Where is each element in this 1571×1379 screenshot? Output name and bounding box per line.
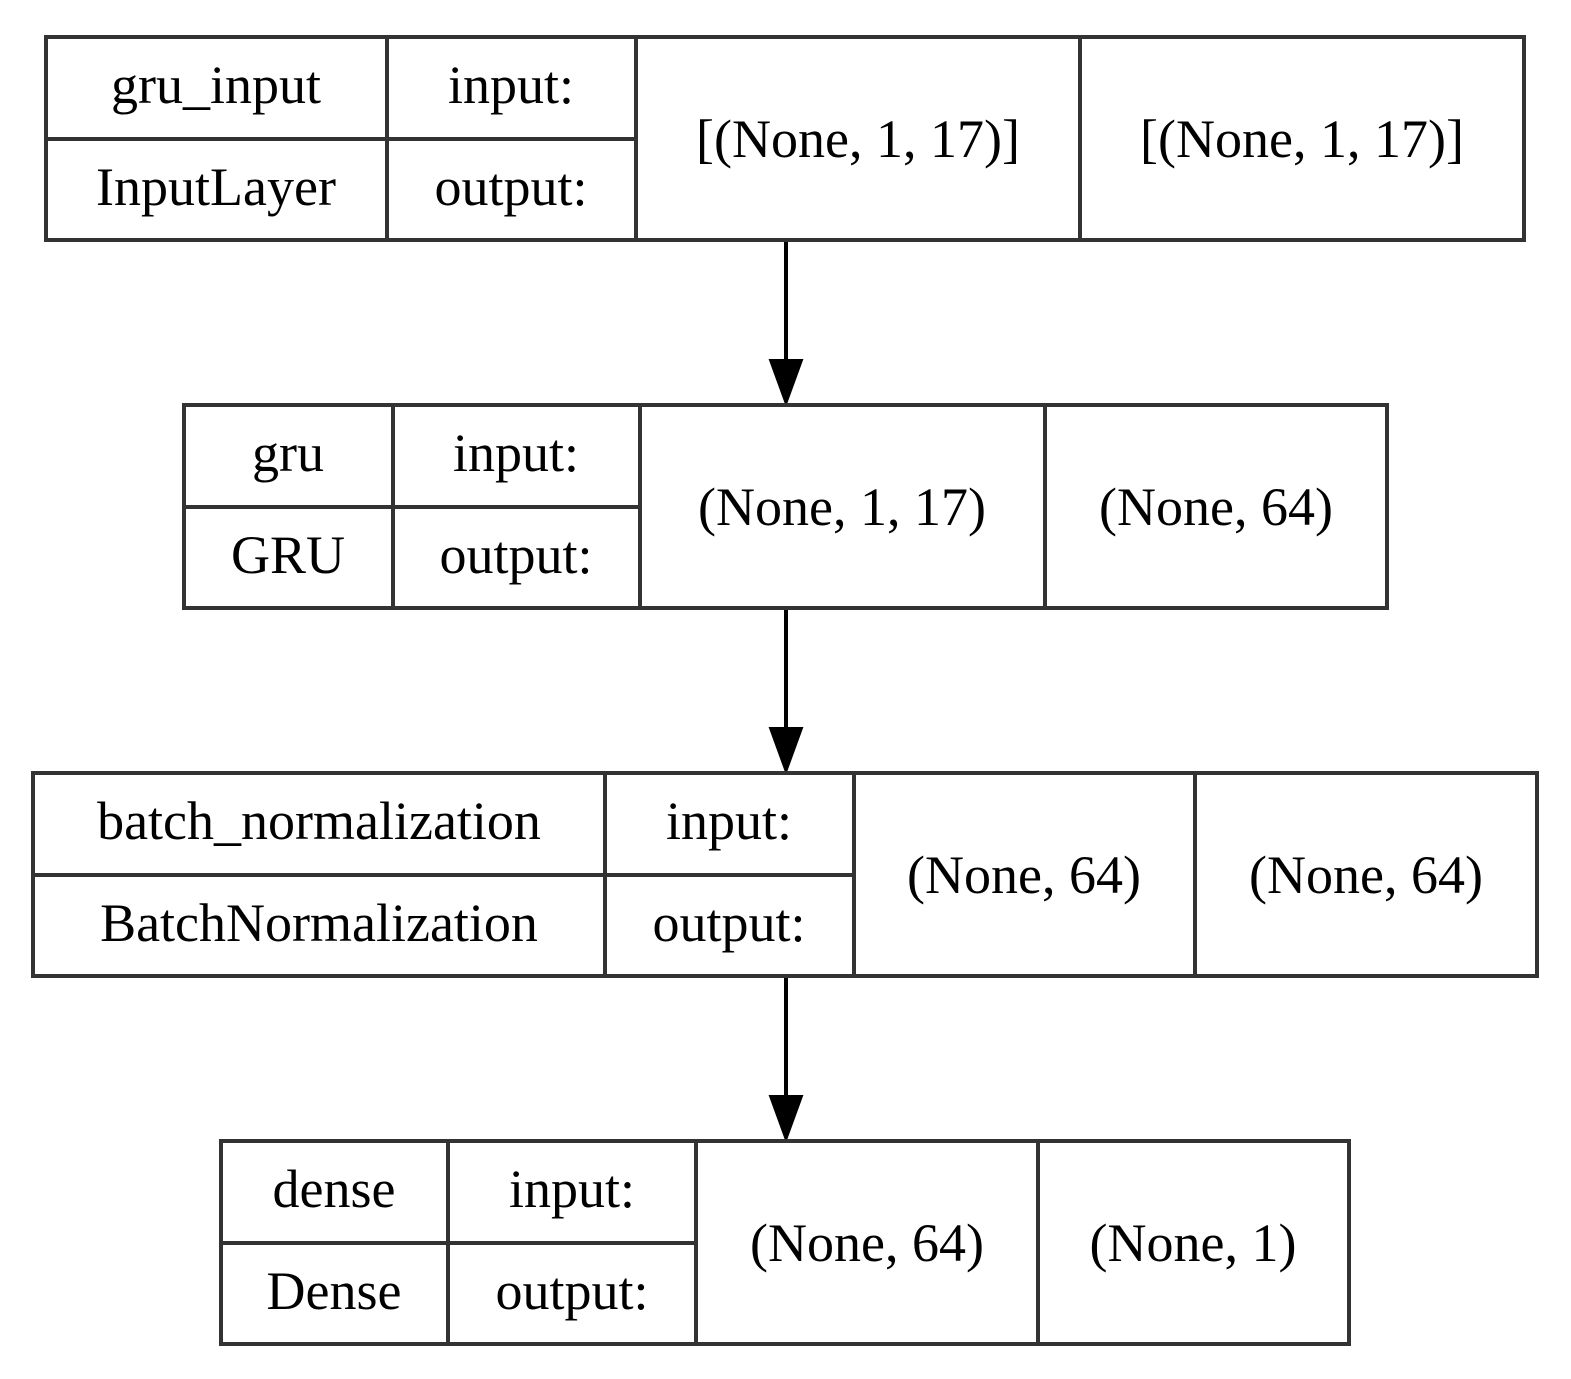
output-shape: (None, 64): [1099, 477, 1333, 537]
layer-type: BatchNormalization: [100, 893, 538, 953]
output-shape: [(None, 1, 17)]: [1140, 109, 1464, 169]
input-label: input:: [448, 55, 574, 115]
arrowhead-icon: [768, 1095, 804, 1143]
input-shape: [(None, 1, 17)]: [696, 109, 1020, 169]
layer-node-gru-input: gru_input InputLayer input: output: [(No…: [44, 35, 1526, 242]
layer-type: Dense: [267, 1261, 402, 1321]
input-shape: (None, 1, 17): [698, 477, 986, 537]
output-shape: (None, 1): [1090, 1213, 1297, 1273]
output-shape: (None, 64): [1249, 845, 1483, 905]
edge-gru-to-batch-normalization: [768, 608, 804, 775]
output-label: output:: [495, 1261, 648, 1321]
input-shape: (None, 64): [907, 845, 1141, 905]
layer-type: InputLayer: [96, 157, 336, 217]
layer-node-dense: dense Dense input: output: (None, 64) (N…: [219, 1139, 1351, 1346]
input-label: input:: [453, 423, 579, 483]
layer-name: gru_input: [111, 55, 321, 115]
output-label: output:: [434, 157, 587, 217]
arrowhead-icon: [768, 359, 804, 407]
layer-type: GRU: [231, 525, 345, 585]
input-label: input:: [509, 1159, 635, 1219]
layer-name: gru: [252, 423, 324, 483]
arrowhead-icon: [768, 727, 804, 775]
input-label: input:: [666, 791, 792, 851]
layer-name: batch_normalization: [97, 791, 541, 851]
layer-node-batch-normalization: batch_normalization BatchNormalization i…: [31, 771, 1539, 978]
layer-name: dense: [273, 1159, 396, 1219]
layer-node-gru: gru GRU input: output: (None, 1, 17) (No…: [182, 403, 1389, 610]
output-label: output:: [439, 525, 592, 585]
edge-batch-normalization-to-dense: [768, 976, 804, 1143]
input-shape: (None, 64): [750, 1213, 984, 1273]
output-label: output:: [652, 893, 805, 953]
edge-gru-input-to-gru: [768, 240, 804, 407]
